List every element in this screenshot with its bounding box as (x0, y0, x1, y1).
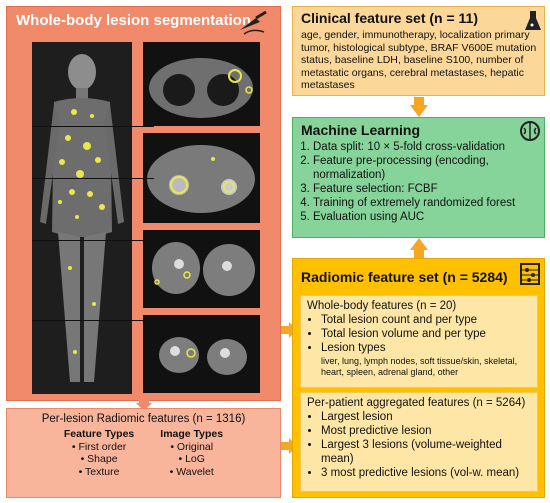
feature-type-item: • Shape (80, 453, 118, 465)
ml-title: Machine Learning (301, 122, 421, 138)
feature-type-item: • Texture (78, 465, 120, 478)
segmentation-title: Whole-body lesion segmentation (16, 12, 252, 29)
ct-slice-chest (143, 42, 260, 126)
ml-steps-list: Data split: 10 × 5-fold cross-validation… (295, 140, 544, 224)
arrow-down-icon (136, 399, 152, 411)
image-types-header: Image Types (160, 428, 224, 440)
feature-type-item: • First order (71, 440, 127, 453)
feature-types-column: Feature Types • First order • Shape • Te… (64, 428, 134, 478)
slice-line (32, 126, 154, 127)
flask-icon (525, 11, 541, 30)
image-type-item: • Wavelet (169, 465, 214, 478)
slice-line (32, 178, 154, 179)
perpatient-item: Most predictive lesion (321, 424, 537, 438)
perpatient-item: Largest 3 lesions (volume-weighted mean) (321, 438, 537, 466)
whole-body-image (32, 42, 132, 394)
ml-step: Training of extremely randomized forest (313, 196, 544, 210)
wholebody-title: Whole-body features (n = 20) (307, 300, 457, 312)
ml-step: Feature pre-processing (encoding, normal… (313, 154, 544, 182)
abacus-icon (520, 263, 540, 285)
ml-step: Evaluation using AUC (313, 210, 544, 224)
ml-step: Feature selection: FCBF (313, 182, 544, 196)
brain-gear-icon (520, 121, 540, 141)
perlesion-features-box: Per-lesion Radiomic features (n = 1316) … (6, 408, 281, 498)
wholebody-item: Total lesion count and per type (321, 313, 537, 327)
slice-line (32, 320, 154, 321)
clinical-feature-box: Clinical feature set (n = 11) age, gende… (292, 6, 545, 96)
image-types-column: Image Types • Original • LoG • Wavelet (160, 428, 223, 478)
clinical-title: Clinical feature set (n = 11) (301, 10, 479, 26)
perpatient-item: 3 most predictive lesions (vol-w. mean) (321, 466, 537, 480)
wholebody-item: Total lesion volume and per type (321, 327, 537, 341)
image-type-item: • LoG (178, 453, 205, 465)
ct-slice-calves (143, 315, 260, 393)
perpatient-features-box: Per-patient aggregated features (n = 526… (300, 392, 538, 492)
perpatient-list: Largest lesion Most predictive lesion La… (307, 410, 537, 480)
wholebody-item: Lesion types (321, 341, 537, 355)
wholebody-list: Total lesion count and per type Total le… (307, 313, 537, 355)
ct-slice-abdomen (143, 133, 260, 223)
feature-types-header: Feature Types (63, 428, 135, 440)
image-type-item: • Original (170, 440, 214, 453)
ct-slice-thighs (143, 230, 260, 308)
lesion-types-detail: liver, lung, lymph nodes, soft tissue/sk… (321, 356, 518, 377)
perpatient-item: Largest lesion (321, 410, 537, 424)
perlesion-title: Per-lesion Radiomic features (n = 1316) (41, 413, 246, 425)
scalpel-icon (240, 10, 267, 35)
arrow-up-icon (410, 238, 428, 258)
clinical-features-text: age, gender, immunotherapy, localization… (301, 29, 537, 91)
ml-step: Data split: 10 × 5-fold cross-validation (313, 140, 544, 154)
perpatient-title: Per-patient aggregated features (n = 526… (307, 397, 526, 409)
wholebody-features-box: Whole-body features (n = 20) Total lesio… (300, 295, 538, 388)
radiomic-title: Radiomic feature set (n = 5284) (301, 269, 508, 285)
arrow-down-icon (410, 97, 428, 117)
slice-line (32, 240, 154, 241)
machine-learning-box: Machine Learning Data split: 10 × 5-fold… (292, 117, 545, 238)
